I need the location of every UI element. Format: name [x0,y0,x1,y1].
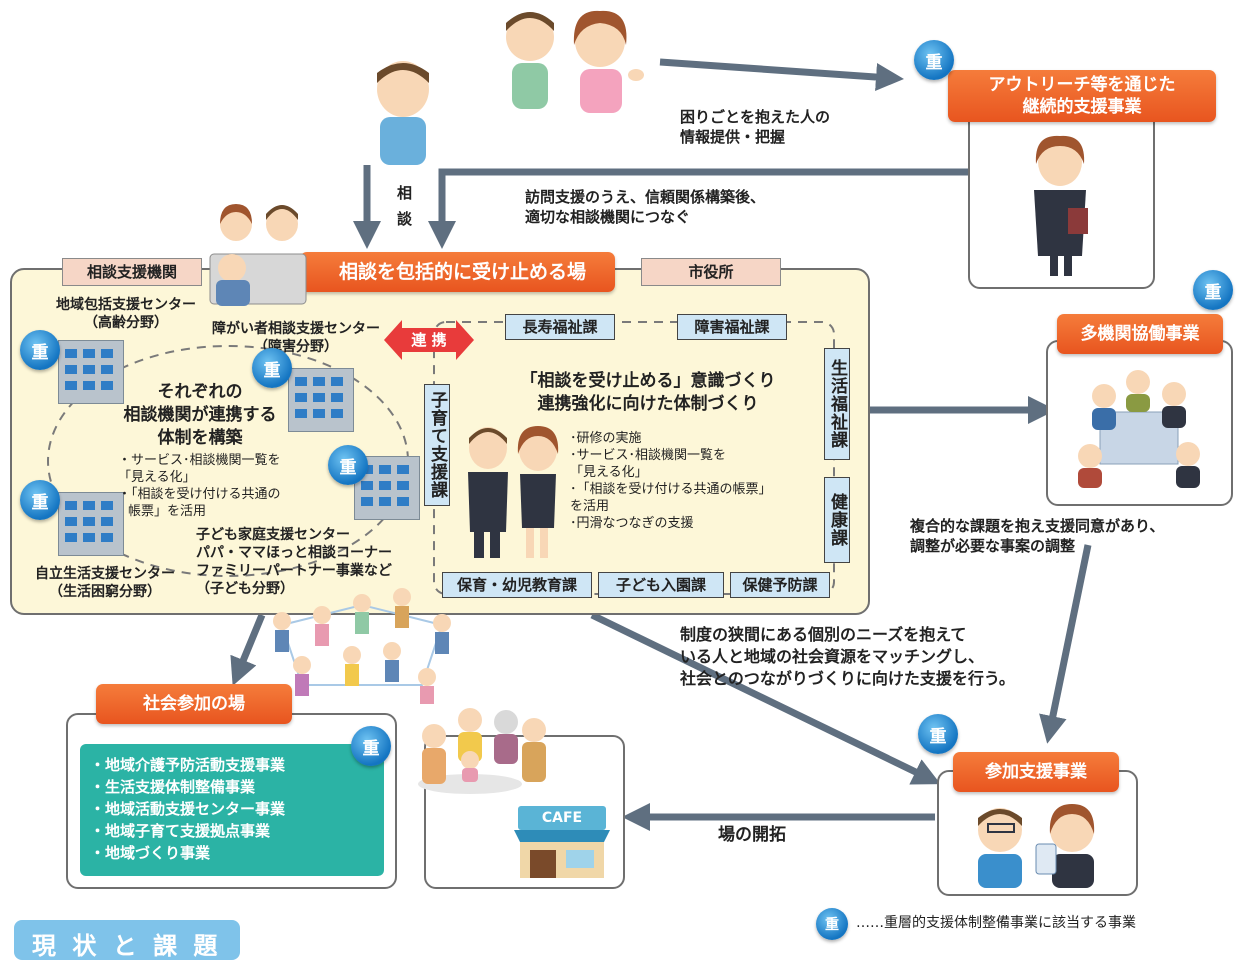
social-title: 社会参加の場 [96,684,292,724]
community-illustration [273,588,451,704]
juu-badge-icon: 重 [351,726,391,766]
flow-arrows [230,58,1092,831]
legend-text: ……重層的支援体制整備事業に該当する事業 [856,915,1136,931]
tag-city-hall: 市役所 [641,258,781,286]
arrow-center-to-participation [590,611,941,785]
tag-consult-agencies: 相談支援機関 [62,258,202,286]
network-items: ・サービス･相談機関一覧を「見える化」・「相談を受け付ける共通の帳票」を活用 [118,453,281,519]
consult-label: 相談 [397,184,413,228]
org-jiritsu: 自立生活支援センター（生活困窮分野） [35,566,175,600]
juu-badge-icon: 重 [20,330,60,370]
network-heading: それぞれの相談機関が連携する体制を構築 [123,382,277,448]
counter-illustration [209,204,307,306]
ba-kaitaku-label: 場の開拓 [718,825,786,845]
org-shogai: 障がい者相談支援センター（障害分野） [212,321,380,355]
matching-text: 制度の狭間にある個別のニーズを抱えている人と地域の社会資源をマッチングし、社会と… [680,625,1015,688]
couple-illustration [506,10,644,113]
family-group-illustration [418,708,546,794]
city-heading: 「相談を受け止める」意識づくり連携強化に向けた体制づくり [520,371,776,414]
cafe-sign: CAFE [541,810,583,826]
social-item: ・地域活動支援センター事業 [90,800,286,818]
org-chiiki: 地域包括支援センター（高齢分野） [56,297,196,331]
juu-badge-icon: 重 [252,348,292,388]
participation-title: 参加支援事業 [953,752,1119,792]
dept-shogai: 障害福祉課 [677,314,787,340]
dept-hoken: 保健予防課 [730,572,830,598]
visit-support-text: 訪問支援のうえ、信頼関係構築後、適切な相談機関につなぐ [525,188,766,226]
building-icon [58,340,124,404]
juu-badge-icon: 重 [1193,270,1233,310]
social-item: ・地域子育て支援拠点事業 [90,822,271,840]
dept-kosodate: 子育て支援課 [424,384,450,506]
arrow-multi-to-participation [1039,544,1092,744]
arrow-center-to-social [230,613,266,686]
city-items: ･研修の実施･サービス･相談機関一覧を「見える化」･「相談を受け付ける共通の帳票… [570,431,772,531]
staff-pair-illustration [468,426,559,558]
dept-choju: 長寿福祉課 [505,314,615,340]
social-list: ・地域介護予防活動支援事業 ・生活支援体制整備事業 ・地域活動支援センター事業 … [80,744,384,876]
info-text: 困りごとを抱えた人の情報提供・把握 [680,108,831,146]
cafe-building-icon [514,806,610,878]
bottom-banner: 現 状 と 課 題 [14,920,240,960]
meeting-illustration [1078,370,1200,488]
dept-hoiku: 保育・幼児教育課 [442,572,592,598]
building-icon [288,368,354,432]
social-item: ・地域介護予防活動支援事業 [90,756,286,774]
arrow-info-to-outreach [659,58,904,91]
consultation-illustration [978,804,1095,888]
social-item: ・生活支援体制整備事業 [90,778,256,796]
center-title: 相談を包括的に受け止める場 [300,252,615,292]
dept-nyuen: 子ども入園課 [598,572,724,598]
juu-badge-icon: 重 [918,714,958,754]
support-worker-illustration [1034,135,1088,276]
multi-title: 多機関協働事業 [1057,314,1223,354]
building-icon [58,492,124,556]
juu-legend-icon: 重 [816,908,848,940]
outreach-title: アウトリーチ等を通じた継続的支援事業 [948,70,1216,122]
renkei-label: 連 携 [411,331,447,349]
social-item: ・地域づくり事業 [90,844,211,862]
juu-badge-icon: 重 [20,480,60,520]
juu-badge-icon: 重 [914,40,954,80]
arrow-outreach-to-center [428,168,970,249]
multi-note: 複合的な課題を抱え支援同意があり、調整が必要な事案の調整 [910,517,1165,555]
dept-kenko: 健康課 [824,477,850,563]
worried-man-illustration [377,61,429,165]
dept-seikatsu: 生活福祉課 [824,348,850,460]
renkei-double-arrow [384,320,474,360]
juu-badge-icon: 重 [328,445,368,485]
org-kodomo: 子ども家庭支援センターパパ・ママほっと相談コーナーファミリーパートナー事業など（… [196,527,392,597]
